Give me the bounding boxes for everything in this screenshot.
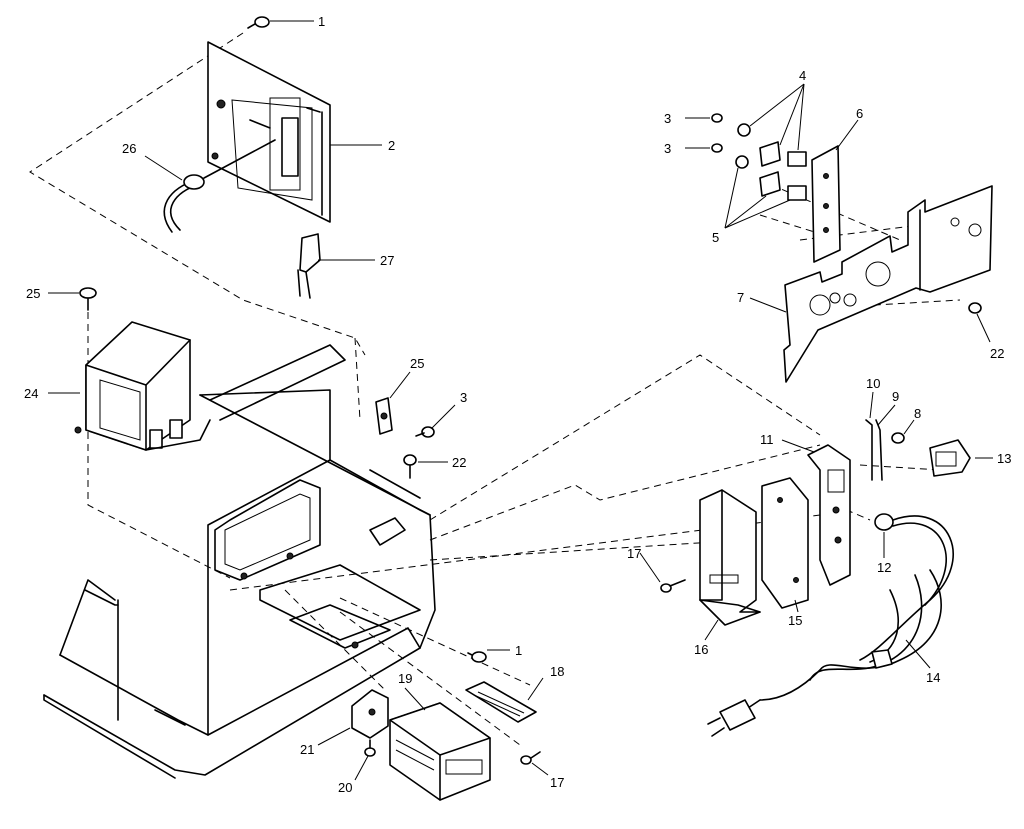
callout-3c: 3	[460, 390, 467, 405]
callout-12: 12	[877, 560, 891, 575]
screw-part-3c	[415, 426, 435, 438]
clip-part-27	[297, 233, 321, 299]
rear-panel-part-2	[207, 41, 331, 223]
callout-4: 4	[799, 68, 806, 83]
screw-part-3b	[711, 143, 723, 153]
connector-part-18	[465, 681, 537, 723]
callout-27: 27	[380, 253, 394, 268]
cover-part-16	[699, 489, 761, 626]
screw-part-1b	[467, 651, 487, 663]
plate-part-6	[811, 145, 841, 263]
callout-22b: 22	[990, 346, 1004, 361]
inlet-part-13	[929, 439, 971, 477]
screw-part-22b	[968, 302, 982, 314]
callout-25b: 25	[410, 356, 424, 371]
spacer-parts-4	[737, 123, 807, 167]
callout-16: 16	[694, 642, 708, 657]
callout-6: 6	[856, 106, 863, 121]
callout-1b: 1	[515, 643, 522, 658]
callout-14: 14	[926, 670, 940, 685]
leader-lines	[48, 20, 993, 781]
callout-7: 7	[737, 290, 744, 305]
module-part-19	[389, 702, 491, 801]
callout-19: 19	[398, 671, 412, 686]
callout-3a: 3	[664, 111, 671, 126]
board-part-15	[761, 477, 809, 609]
callout-25a: 25	[26, 286, 40, 301]
spacer-parts-5	[735, 155, 807, 201]
screw-part-17b	[520, 751, 541, 765]
callout-5: 5	[712, 230, 719, 245]
screw-part-20	[364, 739, 376, 757]
plate-part-7	[783, 185, 993, 383]
callout-17b: 17	[550, 775, 564, 790]
callout-13: 13	[997, 451, 1011, 466]
callout-3b: 3	[664, 141, 671, 156]
cable-part-9-10	[865, 419, 883, 481]
grommet-part-12	[874, 513, 894, 531]
callout-labels: 1 2 26 27 25 24 25 3 22 1 18 19 21 20 17…	[24, 14, 1011, 795]
screw-part-17a	[660, 579, 686, 593]
screw-part-1a	[247, 16, 270, 29]
callout-15: 15	[788, 613, 802, 628]
cable-part-26	[163, 139, 276, 233]
bracket-part-21	[351, 689, 389, 739]
callout-9: 9	[892, 389, 899, 404]
power-cord-part-14	[707, 515, 954, 737]
callout-1a: 1	[318, 14, 325, 29]
callout-11: 11	[760, 432, 774, 447]
screw-part-3a	[711, 113, 723, 123]
callout-2: 2	[388, 138, 395, 153]
transformer-part-24	[74, 321, 211, 451]
callout-8: 8	[914, 406, 921, 421]
screw-part-22a	[403, 454, 417, 479]
main-chassis	[43, 344, 436, 779]
callout-22a: 22	[452, 455, 466, 470]
screw-part-25a	[79, 287, 97, 311]
bracket-part-11	[807, 444, 851, 586]
callout-17a: 17	[627, 546, 641, 561]
callout-10: 10	[866, 376, 880, 391]
screw-part-8	[891, 432, 905, 444]
callout-26: 26	[122, 141, 136, 156]
callout-18: 18	[550, 664, 564, 679]
callout-21: 21	[300, 742, 314, 757]
callout-24: 24	[24, 386, 38, 401]
callout-20: 20	[338, 780, 352, 795]
bracket-part-25b	[375, 397, 393, 435]
